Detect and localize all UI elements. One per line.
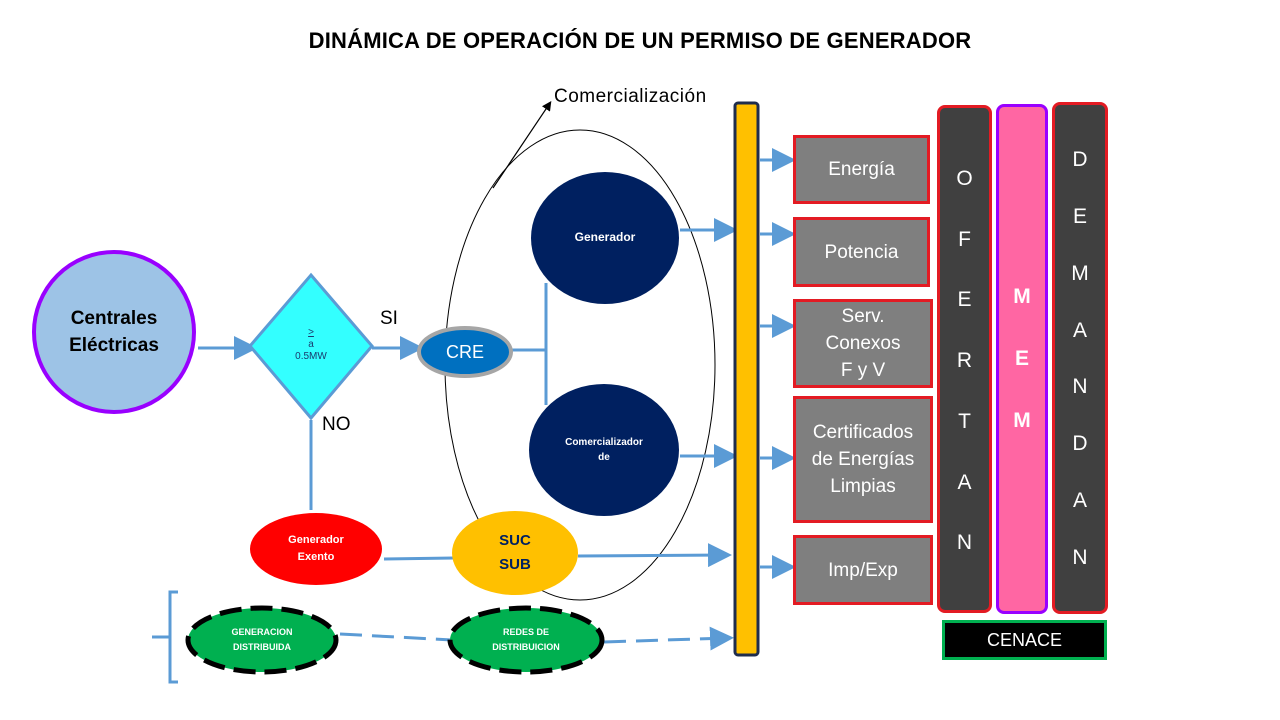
- ofertan-letter: R: [956, 349, 973, 372]
- demandan-letter: M: [1071, 261, 1089, 285]
- generacion-distribuida-ellipse: [185, 605, 339, 675]
- centrales-label: Centrales Eléctricas: [69, 308, 159, 356]
- ofertan-letter: A: [957, 470, 972, 494]
- generador-label: Generador: [574, 230, 636, 244]
- mem-column: M E M: [996, 104, 1048, 614]
- comercializacion-arrow: [492, 101, 552, 189]
- demandan-column: D E M A N D A N: [1052, 102, 1108, 614]
- comercializador-label: Comercializador de: [565, 437, 643, 463]
- generador-ellipse: [531, 172, 679, 304]
- generacion-distribuida-label: GENERACION DISTRIBUIDA: [231, 627, 293, 652]
- dashed-redes-bus: [603, 626, 734, 651]
- decision-symbol: >: [308, 327, 314, 338]
- demandan-letter: A: [1072, 489, 1087, 513]
- mem-letter: E: [1014, 347, 1029, 370]
- demandan-letter: D: [1072, 147, 1088, 171]
- mem-letter: M: [1013, 409, 1031, 432]
- generador-exento-ellipse: [250, 513, 382, 585]
- decision-diamond: [248, 272, 374, 421]
- si-label: SI: [380, 308, 398, 329]
- redes-distribucion-label: REDES DE DISTRIBUICION: [492, 627, 560, 652]
- cenace-box: CENACE: [942, 620, 1107, 660]
- demandan-letter: N: [1072, 546, 1088, 569]
- cre-ellipse: [417, 326, 513, 378]
- comercializacion-label: Comercialización: [554, 86, 707, 107]
- ofertan-letter: E: [957, 288, 972, 312]
- suc-sub-ellipse: [452, 511, 578, 595]
- suc-sub-label: SUC SUB: [499, 532, 531, 573]
- left-bracket: [152, 590, 178, 684]
- decision-threshold: 0.5MW: [295, 351, 327, 362]
- mem-letter: M: [1013, 285, 1031, 308]
- no-label: NO: [322, 414, 351, 435]
- product-servicios-conexos: Serv. Conexos F y V: [793, 299, 933, 388]
- ofertan-letter: T: [958, 409, 971, 433]
- demandan-letter: N: [1072, 375, 1088, 399]
- ofertan-letter: O: [956, 166, 973, 190]
- centrales-circle: [32, 250, 196, 414]
- demandan-letter: A: [1072, 318, 1087, 342]
- ofertan-column: O F E R T A N: [937, 105, 992, 613]
- demandan-letter: E: [1072, 204, 1087, 228]
- line-exento-suc: [383, 556, 455, 561]
- diagram-title: DINÁMICA DE OPERACIÓN DE UN PERMISO DE G…: [308, 28, 972, 53]
- arrow-suc-bus: [577, 543, 732, 568]
- decision-label: > a 0.5MW: [270, 320, 352, 370]
- comercializador-ellipse: [529, 384, 679, 516]
- product-potencia: Potencia: [793, 217, 930, 287]
- cre-label: CRE: [445, 341, 484, 362]
- ofertan-letter: F: [958, 227, 971, 251]
- product-energia: Energía: [793, 135, 930, 204]
- demandan-letter: D: [1072, 432, 1088, 456]
- decision-a: a: [308, 339, 314, 350]
- redes-distribucion-ellipse: [447, 605, 605, 675]
- market-bus: [733, 101, 760, 657]
- product-impexp: Imp/Exp: [793, 535, 933, 605]
- dashed-gd-redes: [339, 632, 453, 642]
- product-certificados: Certificados de Energías Limpias: [793, 396, 933, 523]
- ofertan-letter: N: [956, 531, 973, 555]
- generador-exento-label: Generador Exento: [288, 534, 344, 563]
